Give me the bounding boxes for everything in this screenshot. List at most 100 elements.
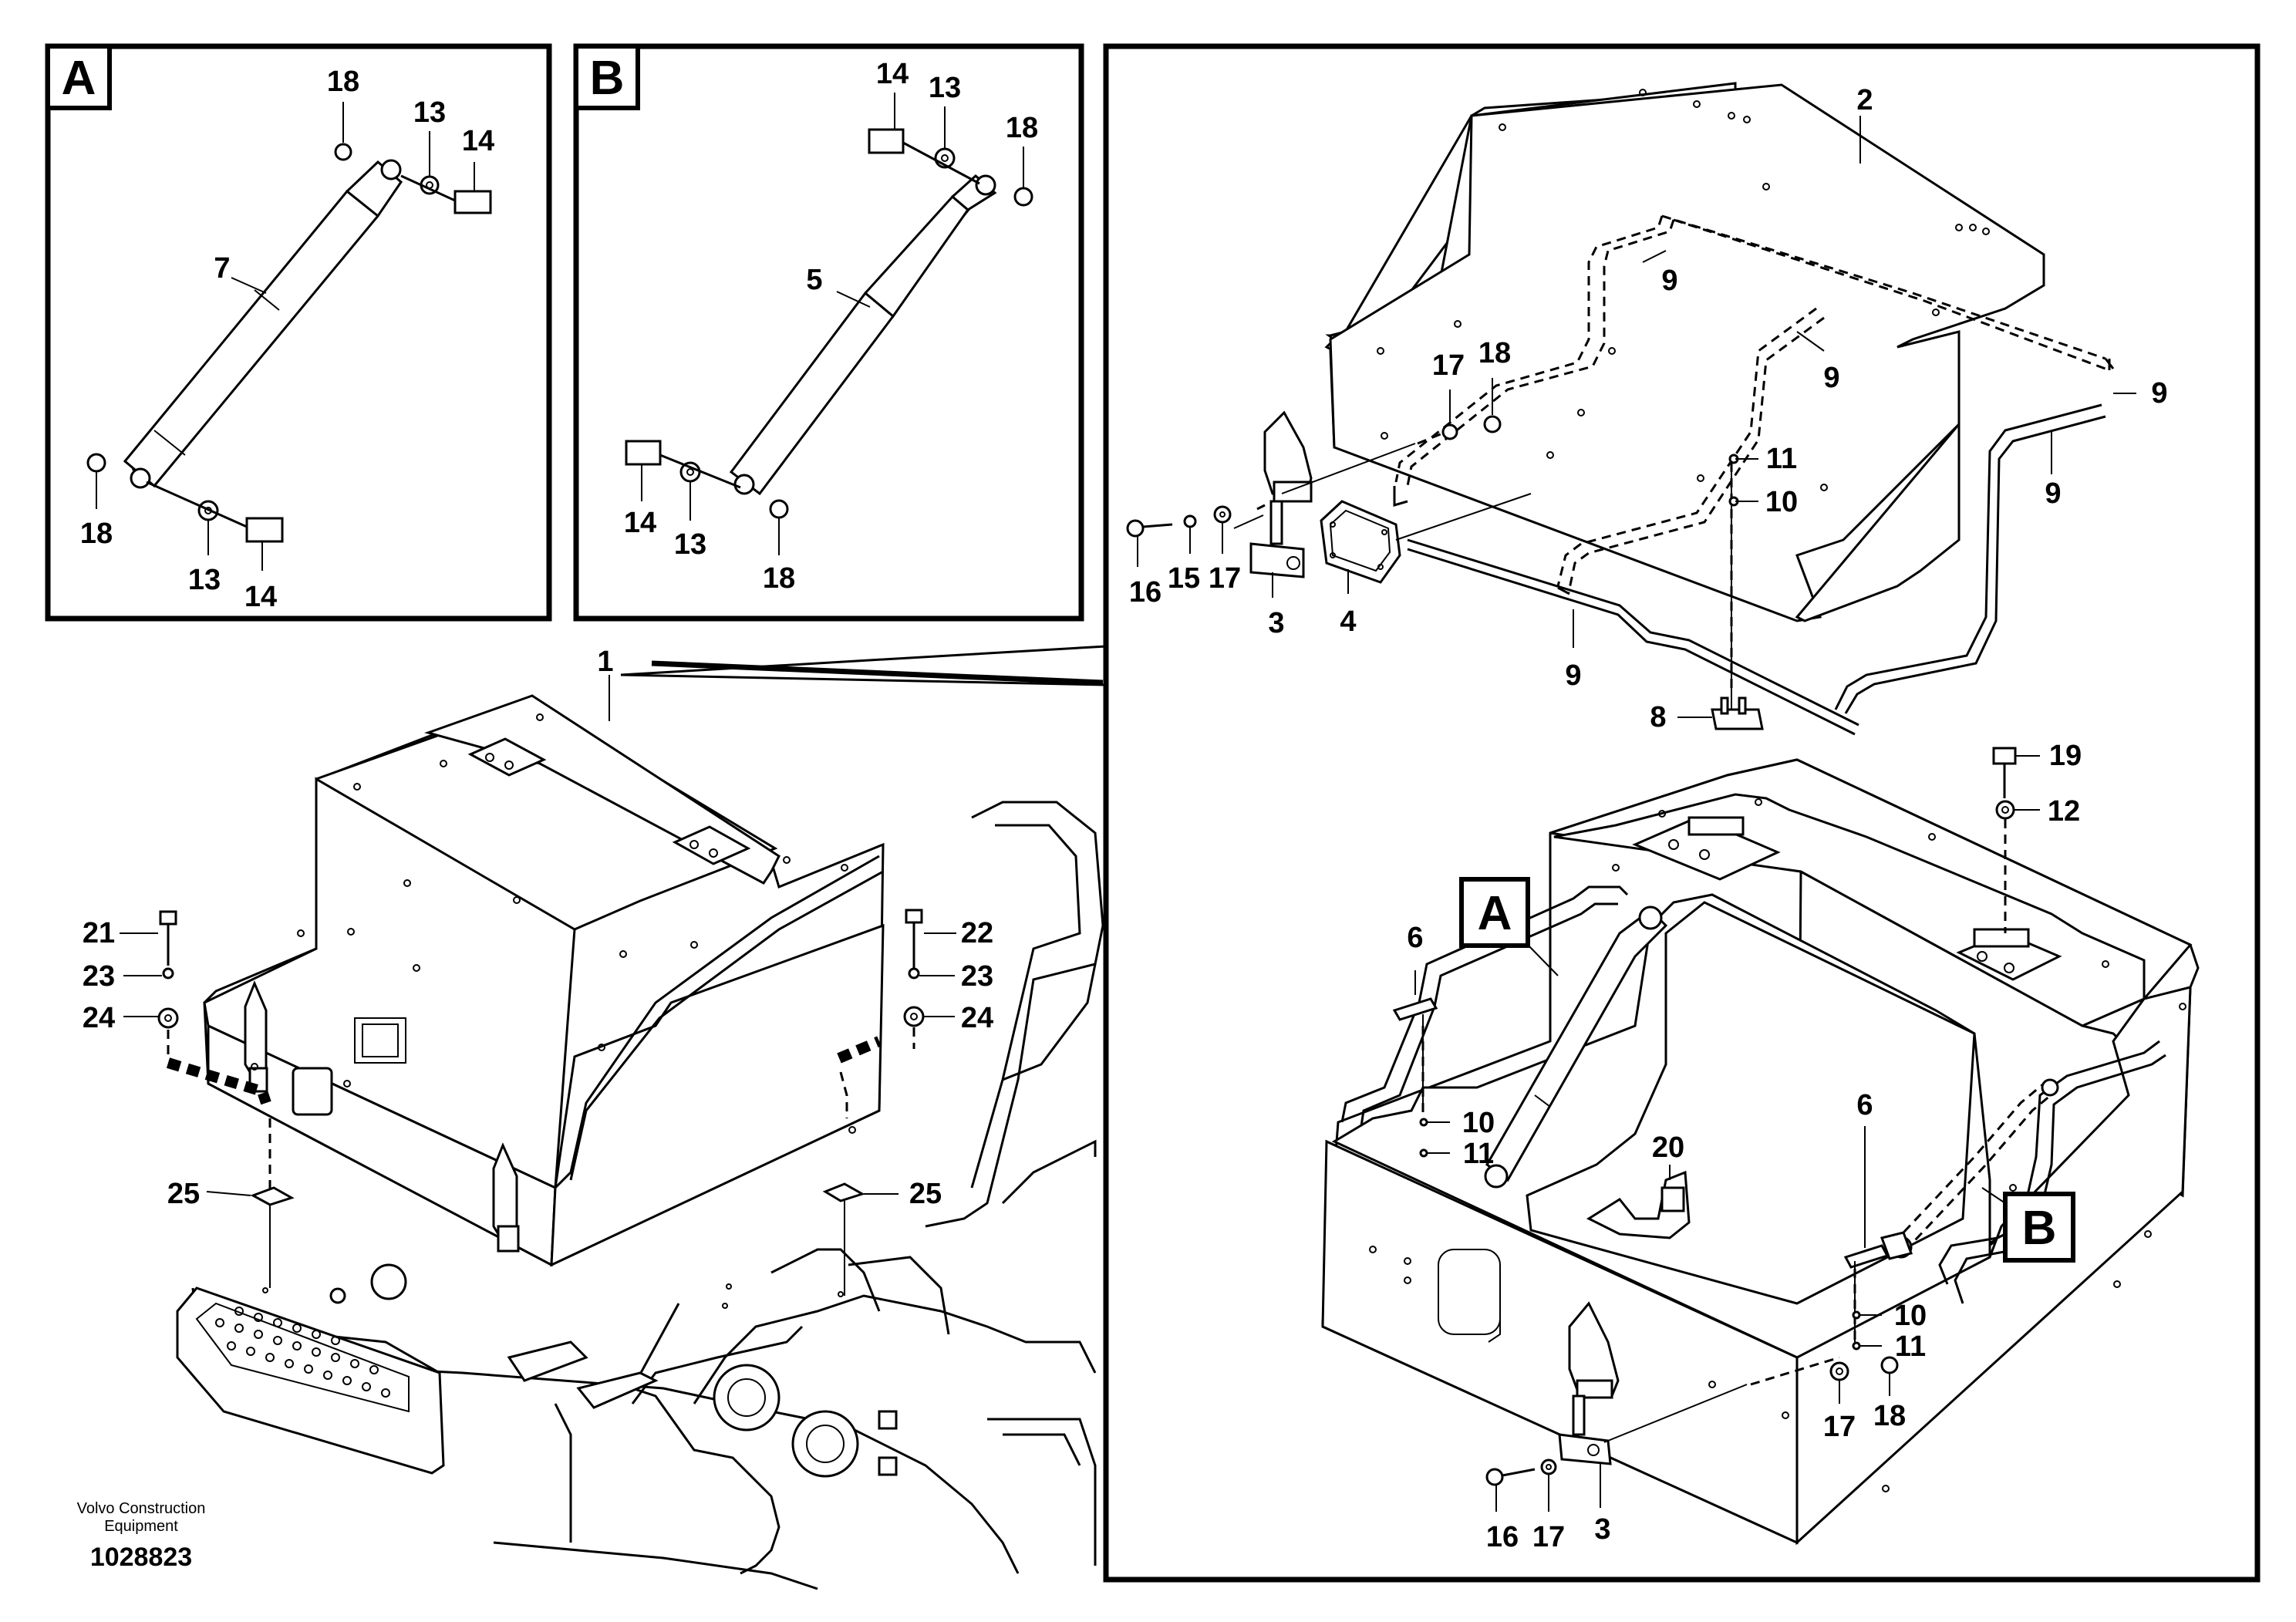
step-plate-holes xyxy=(215,1307,390,1398)
strut-a-installed xyxy=(1484,905,1668,1189)
callout-4: 4 xyxy=(1340,605,1356,638)
latch-3-lower xyxy=(1558,1301,1840,1465)
callout-13: 13 xyxy=(674,528,706,561)
callout-23: 23 xyxy=(961,960,993,993)
tag-b-leader xyxy=(1981,1187,2006,1204)
callout-1-leader xyxy=(620,645,1107,686)
callout-25: 25 xyxy=(909,1178,942,1210)
shim-25-left xyxy=(250,1118,295,1288)
main-panel-connector xyxy=(651,660,1104,686)
callout-13: 13 xyxy=(929,72,961,104)
callout-5: 5 xyxy=(806,264,822,296)
callout-22: 22 xyxy=(961,917,993,949)
overview-callout-leaders xyxy=(120,675,956,1196)
gas-strut-7 xyxy=(123,159,403,489)
callout-2: 2 xyxy=(1856,84,1873,116)
callout-3: 3 xyxy=(1268,607,1284,639)
callout-1: 1 xyxy=(597,646,613,678)
screw-16-upper xyxy=(1126,505,1232,538)
panel-b-callouts xyxy=(641,93,1024,555)
callout-20: 20 xyxy=(1652,1131,1684,1164)
callout-11: 11 xyxy=(1463,1138,1494,1170)
callout-9: 9 xyxy=(2151,377,2167,410)
callout-9: 9 xyxy=(1565,659,1581,692)
panel-a-tag: A xyxy=(62,52,96,105)
shim-25-right xyxy=(822,1182,865,1296)
callout-11: 11 xyxy=(1895,1330,1926,1363)
bolt-21-set xyxy=(157,910,179,1057)
callout-25: 25 xyxy=(167,1178,200,1210)
bolt-14-a-bottom xyxy=(86,453,284,543)
washer-nut-17-18-lower xyxy=(1829,1356,1899,1381)
callout-17: 17 xyxy=(1209,562,1241,595)
callout-14: 14 xyxy=(876,58,909,90)
callout-16: 16 xyxy=(1129,576,1161,609)
panel-a-callouts xyxy=(96,102,475,571)
latch-3-upper xyxy=(1233,410,1416,578)
bolt-19 xyxy=(1992,747,2017,933)
callout-9: 9 xyxy=(1823,362,1839,394)
callout-7: 7 xyxy=(214,252,230,285)
main-exploded-panel: A B xyxy=(1103,43,2261,1583)
callout-24: 24 xyxy=(961,1002,993,1034)
callout-9: 9 xyxy=(1661,265,1677,297)
hood-lid-2 xyxy=(1324,82,2045,622)
panel-b-tag-box xyxy=(574,44,640,110)
company-name-line1: Volvo Construction xyxy=(77,1500,206,1517)
gas-strut-5 xyxy=(729,174,997,496)
callout-10: 10 xyxy=(1765,486,1798,518)
seal-strips-9 xyxy=(1393,214,2115,736)
washer-nut-17-18-upper xyxy=(1417,415,1502,445)
handle-6 xyxy=(1392,997,1438,1158)
callout-14: 14 xyxy=(244,581,277,613)
bolt-14-b-top xyxy=(868,128,1033,207)
callout-16: 16 xyxy=(1486,1521,1519,1553)
callout-9: 9 xyxy=(2045,477,2061,510)
callout-21: 21 xyxy=(83,917,115,949)
strut-b-installed xyxy=(1880,1078,2059,1260)
callout-18: 18 xyxy=(327,66,359,98)
callout-19: 19 xyxy=(2049,740,2082,772)
bolt-14-a-top xyxy=(334,143,492,214)
main-tag-b: B xyxy=(2022,1202,2057,1255)
callout-18: 18 xyxy=(1006,112,1038,144)
callout-10: 10 xyxy=(1462,1107,1495,1139)
step-plate xyxy=(176,1286,445,1475)
main-tag-a-box xyxy=(1459,877,1530,948)
main-tag-b-box xyxy=(2003,1192,2075,1263)
callout-18: 18 xyxy=(80,518,113,550)
screw-16-lower xyxy=(1485,1458,1557,1486)
callout-23: 23 xyxy=(83,960,115,993)
callout-13: 13 xyxy=(413,96,446,129)
panel-a-frame xyxy=(45,43,552,622)
detail-panel-a: A xyxy=(45,43,552,622)
footer-credit: Volvo Construction Equipment 1028823 xyxy=(77,1500,206,1572)
main-callout-leaders xyxy=(1137,116,2136,1512)
panel-b-frame xyxy=(573,43,1084,622)
main-tag-a: A xyxy=(1478,887,1512,940)
panel-b-tag: B xyxy=(590,52,625,105)
callout-8: 8 xyxy=(1650,701,1666,733)
callout-13: 13 xyxy=(188,564,221,596)
detail-panel-b: B 14 xyxy=(573,43,1084,622)
bracket-8 xyxy=(1711,454,1764,730)
callout-6: 6 xyxy=(1407,922,1423,954)
box-assembly xyxy=(1321,758,2200,1546)
plate-4 xyxy=(1320,493,1532,584)
callout-17: 17 xyxy=(1432,349,1465,382)
main-panel-frame xyxy=(1103,43,2261,1583)
overview-assembly: 1 21 23 24 22 23 24 25 25 xyxy=(83,645,1107,1590)
handle-6-right xyxy=(1843,1244,1890,1351)
company-name-line2: Equipment xyxy=(104,1518,178,1535)
callout-17: 17 xyxy=(1823,1411,1856,1443)
callout-18: 18 xyxy=(1478,337,1511,369)
callout-3: 3 xyxy=(1594,1513,1610,1546)
callout-18: 18 xyxy=(763,562,795,595)
callout-12: 12 xyxy=(2048,795,2080,828)
callout-10: 10 xyxy=(1894,1300,1927,1332)
callout-14: 14 xyxy=(624,507,656,539)
callout-14: 14 xyxy=(462,125,494,157)
callout-18: 18 xyxy=(1873,1400,1906,1432)
callout-15: 15 xyxy=(1168,562,1200,595)
